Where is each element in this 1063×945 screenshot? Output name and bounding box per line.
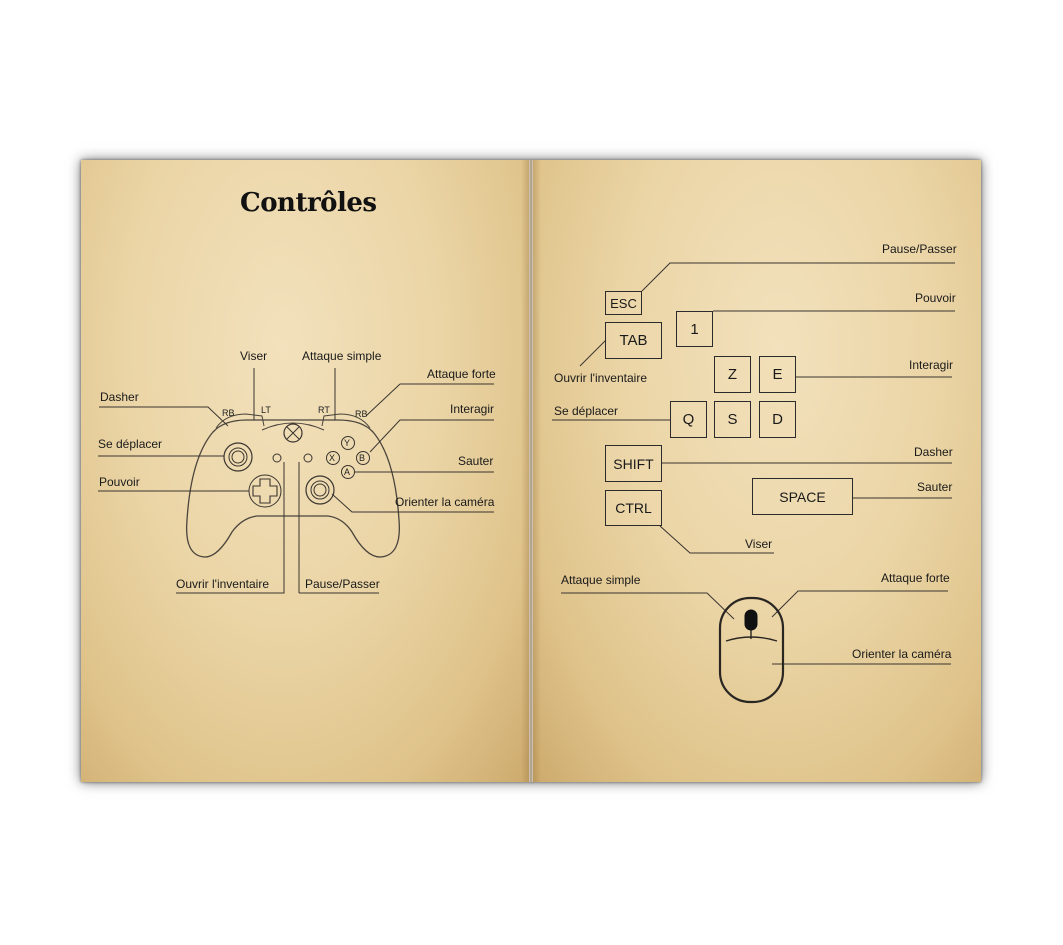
- keyboard-label-ouvrir-inventaire: Ouvrir l'inventaire: [554, 371, 647, 385]
- gamepad-label-orienter-camera: Orienter la caméra: [395, 495, 495, 509]
- x-button-label: X: [329, 453, 336, 463]
- gamepad-label-interagir: Interagir: [450, 402, 495, 416]
- key-shift: SHIFT: [605, 445, 662, 482]
- rb-label: RB: [355, 409, 368, 419]
- mouse-label-orienter-camera: Orienter la caméra: [852, 647, 952, 661]
- gamepad-label-ouvrir-inventaire: Ouvrir l'inventaire: [176, 577, 269, 591]
- gamepad-label-sauter: Sauter: [458, 454, 494, 468]
- open-book: [81, 160, 981, 782]
- key-z: Z: [714, 356, 751, 393]
- view-button-icon: [272, 453, 282, 463]
- gamepad-label-pause-passer: Pause/Passer: [305, 577, 380, 591]
- mouse-label-attaque-simple: Attaque simple: [561, 573, 641, 587]
- mouse-label-attaque-forte: Attaque forte: [881, 571, 950, 585]
- keyboard-label-interagir: Interagir: [909, 358, 954, 372]
- a-button-icon: [341, 465, 355, 479]
- key-ctrl: CTRL: [605, 490, 662, 526]
- x-button-icon: [326, 451, 340, 465]
- right-stick-icon: [305, 475, 335, 505]
- mouse-wheel-icon: [744, 609, 758, 631]
- right-page: [533, 160, 981, 782]
- left-bumper-shape: [215, 413, 265, 429]
- key-1: 1: [676, 311, 713, 347]
- y-button-icon: [341, 436, 355, 450]
- keyboard-label-pouvoir: Pouvoir: [915, 291, 956, 305]
- gamepad-label-pouvoir: Pouvoir: [99, 475, 140, 489]
- keyboard-label-se-deplacer: Se déplacer: [554, 404, 619, 418]
- keyboard-label-dasher: Dasher: [914, 445, 953, 459]
- key-q: Q: [670, 401, 707, 438]
- dpad-ring-icon: [248, 474, 282, 508]
- gamepad-label-attaque-simple: Attaque simple: [302, 349, 382, 363]
- left-page: [81, 160, 529, 782]
- key-esc: ESC: [605, 291, 642, 315]
- page-title: Contrôles: [240, 188, 377, 218]
- gamepad-label-dasher: Dasher: [100, 390, 139, 404]
- a-button-label: A: [344, 467, 351, 477]
- lb-label: RB: [222, 408, 235, 418]
- gamepad-label-se-deplacer: Se déplacer: [98, 437, 163, 451]
- dpad-icon: [252, 478, 278, 504]
- rt-label: RT: [318, 405, 330, 415]
- b-button-icon: [356, 451, 370, 465]
- menu-button-icon: [303, 453, 313, 463]
- left-stick-icon: [223, 442, 253, 472]
- mouse-outline-icon: [718, 596, 785, 704]
- key-e: E: [759, 356, 796, 393]
- book-gutter: [521, 160, 541, 782]
- keyboard-label-viser: Viser: [745, 537, 773, 551]
- xbox-logo-icon: [283, 423, 303, 443]
- b-button-label: B: [359, 453, 366, 463]
- key-s: S: [714, 401, 751, 438]
- gamepad-body-outline: [185, 419, 401, 558]
- gamepad-label-attaque-forte: Attaque forte: [427, 367, 496, 381]
- right-bumper-shape: [321, 413, 371, 429]
- keyboard-label-sauter: Sauter: [917, 480, 953, 494]
- lt-label: LT: [261, 405, 271, 415]
- y-button-label: Y: [344, 438, 351, 448]
- key-tab: TAB: [605, 322, 662, 359]
- key-space: SPACE: [752, 478, 853, 515]
- keyboard-label-pause-passer: Pause/Passer: [882, 242, 957, 256]
- key-d: D: [759, 401, 796, 438]
- gamepad-label-viser: Viser: [240, 349, 268, 363]
